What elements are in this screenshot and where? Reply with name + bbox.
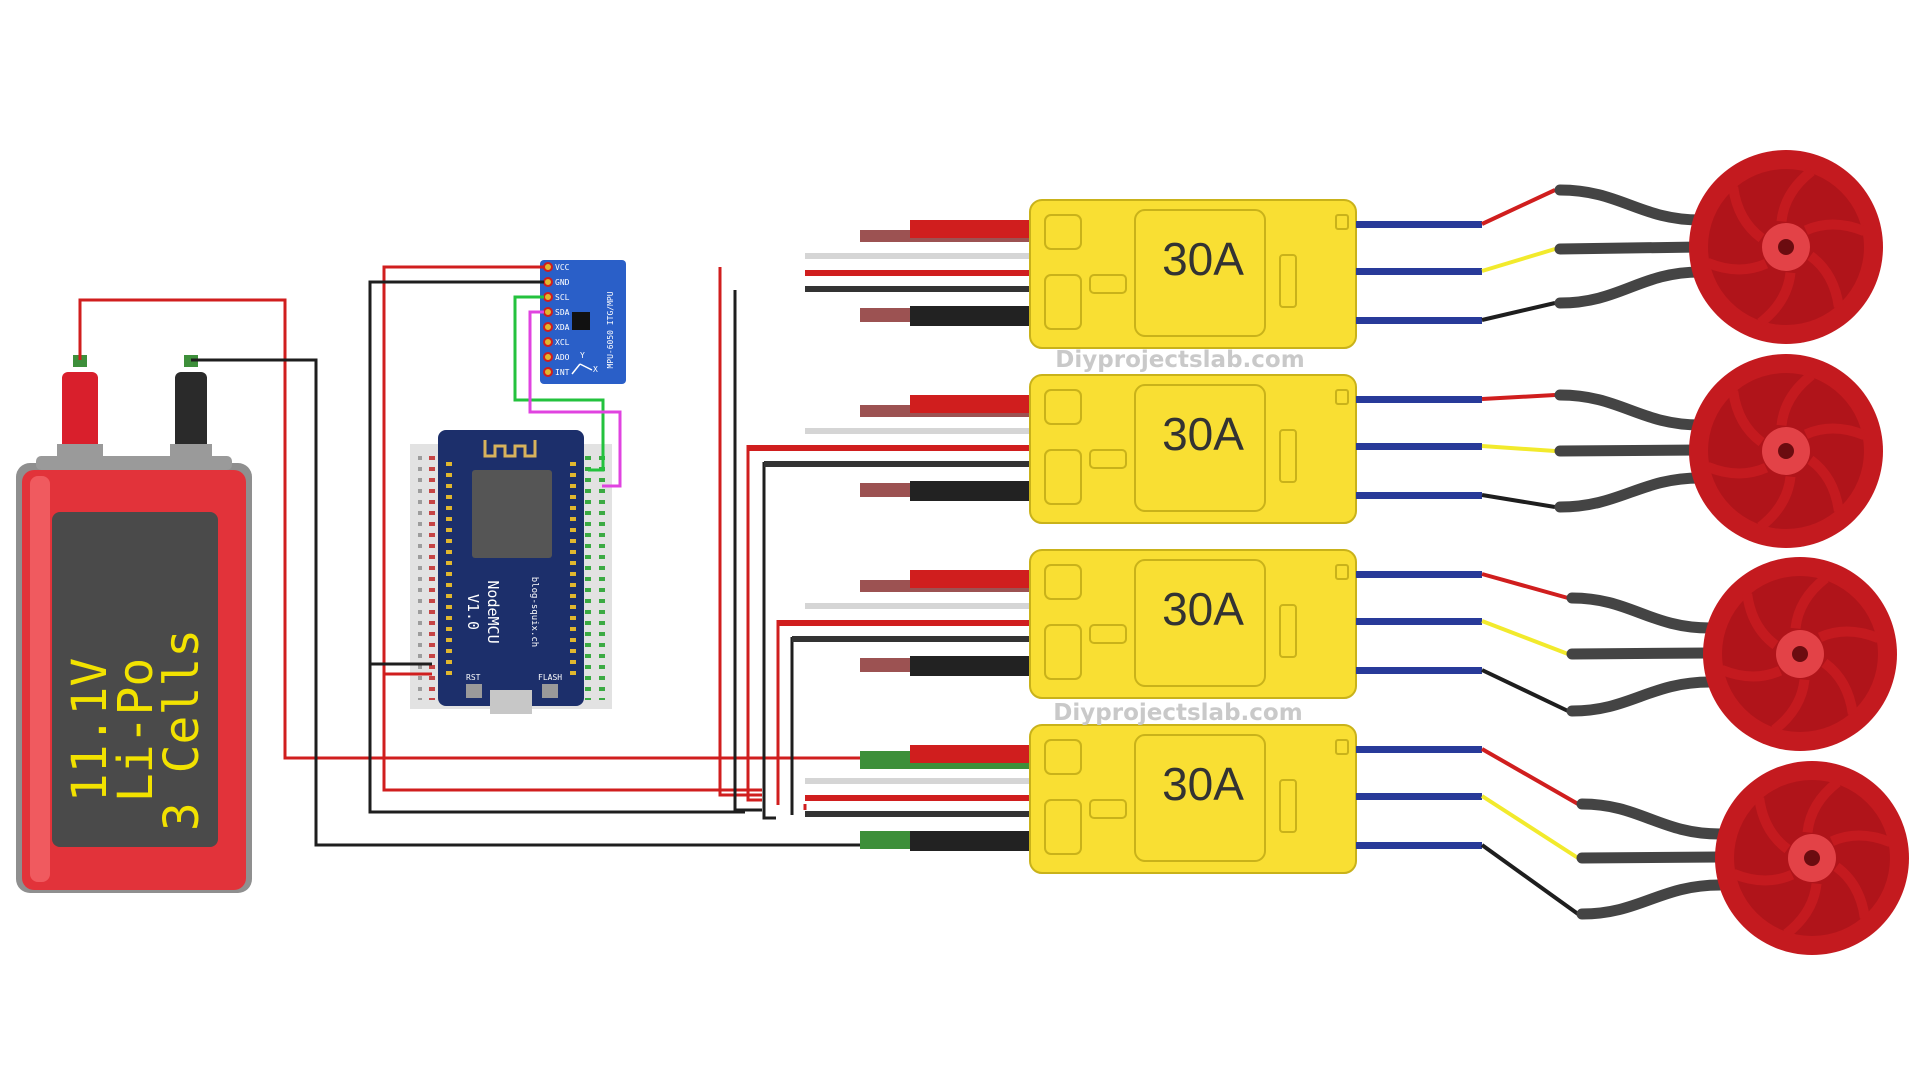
esc-4-rating: 30A [1162, 758, 1244, 810]
battery-cells: 3 Cells [154, 629, 210, 831]
mcu-version: V1.0 [464, 594, 482, 630]
nodemcu-board: NodeMCU V1.0 blog-squix.ch RST FLASH [438, 430, 584, 714]
imu-pin-gnd: GND [555, 278, 570, 287]
motor-spoke [1757, 475, 1796, 531]
esc-module-2: 30A [748, 374, 1482, 524]
imu-chip [572, 312, 590, 330]
imu-pin-vcc: VCC [555, 263, 570, 272]
motor-2 [1689, 354, 1883, 548]
motor-spoke [1705, 462, 1769, 479]
esc-module-1: 30A [805, 199, 1482, 349]
motor-spoke [1728, 186, 1765, 243]
motor-leads [1480, 188, 1580, 916]
motor-spoke [1757, 271, 1796, 327]
esc-3-rating: 30A [1162, 583, 1244, 635]
motor-spoke [1802, 778, 1841, 834]
motor-spoke [1833, 862, 1870, 919]
motor-spoke [1817, 626, 1881, 643]
rst-label: RST [466, 673, 481, 682]
signal-wires [368, 265, 762, 814]
imu-pin-xcl: XCL [555, 338, 570, 347]
motor-spoke [1783, 882, 1822, 938]
mcu-vendor: blog-squix.ch [529, 577, 539, 647]
motor-4 [1715, 761, 1909, 955]
battery-chemistry: Li-Po [108, 658, 164, 803]
motor-spoke [1719, 665, 1783, 682]
esc-signal-wires [718, 267, 807, 820]
usb-port [490, 690, 532, 714]
battery-voltage: 11.1V [62, 658, 118, 803]
motor-spoke [1821, 658, 1858, 715]
motor-spoke [1754, 797, 1791, 854]
imu-axis-x: X [593, 365, 598, 374]
motor-spoke [1803, 423, 1867, 440]
watermark-bottom: Diyprojectslab.com [1053, 700, 1302, 726]
watermark-top: Diyprojectslab.com [1055, 347, 1304, 373]
imu-pin-ado: ADO [555, 353, 570, 362]
esc-1-rating: 30A [1162, 233, 1244, 285]
motor-spoke [1731, 869, 1795, 886]
motor-spoke [1776, 371, 1815, 427]
motor-1 [1689, 150, 1883, 344]
motor-spoke [1705, 258, 1769, 275]
motor-spoke [1807, 455, 1844, 512]
esc-module-3: 30A [778, 549, 1482, 699]
battery-positive-terminal [62, 372, 98, 450]
motor-cables [1554, 184, 1726, 920]
motor-spoke [1742, 593, 1779, 650]
motor-spoke [1790, 574, 1829, 630]
motor-spoke [1807, 251, 1844, 308]
mpu6050-board: VCC GND SCL SDA XDA XCL ADO INT MPU-6050… [540, 260, 626, 384]
imu-pins [543, 262, 553, 377]
motor-3 [1703, 557, 1897, 751]
power-wires [78, 298, 880, 847]
esc-module-4: 30A [805, 724, 1482, 874]
rst-button [466, 684, 482, 698]
motor-spoke [1728, 390, 1765, 447]
motor-spoke [1829, 830, 1893, 847]
esp8266-module [472, 470, 552, 558]
esc-2-rating: 30A [1162, 408, 1244, 460]
imu-pin-int: INT [555, 368, 570, 377]
motor-spoke [1771, 678, 1810, 734]
mcu-name: NodeMCU [484, 580, 502, 643]
motor-spoke [1803, 219, 1867, 236]
flash-button [542, 684, 558, 698]
imu-axis-y: Y [580, 351, 585, 360]
battery-negative-terminal [170, 444, 212, 458]
imu-pin-scl: SCL [555, 293, 570, 302]
lipo-battery: 11.1V Li-Po 3 Cells [16, 355, 252, 893]
flash-label: FLASH [538, 673, 562, 682]
imu-pin-xda: XDA [555, 323, 570, 332]
imu-model: MPU-6050 ITG/MPU [606, 291, 615, 368]
motor-spoke [1776, 167, 1815, 223]
imu-pin-sda: SDA [555, 308, 570, 317]
breadboard-holes [418, 456, 605, 700]
